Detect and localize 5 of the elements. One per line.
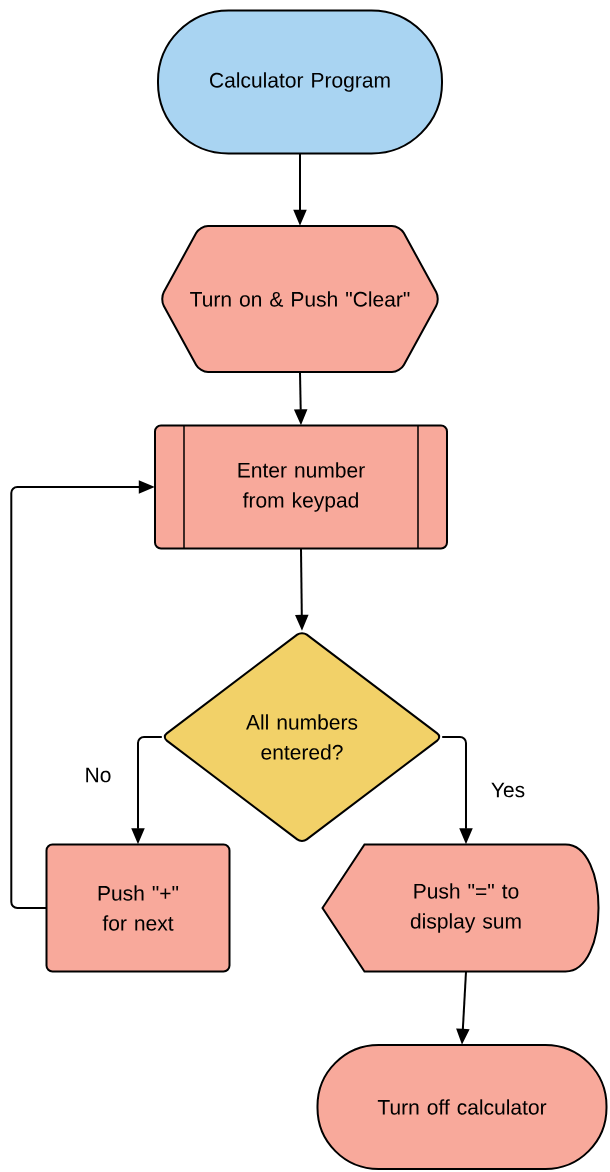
edge-label: Yes bbox=[491, 782, 525, 798]
process-box: Enter number from keypad bbox=[154, 424, 448, 550]
preparation-hexagon: Turn on & Push "Clear" bbox=[161, 225, 439, 373]
edge-label: No bbox=[86, 767, 111, 783]
process-box: Push "+" for next bbox=[45, 843, 231, 973]
